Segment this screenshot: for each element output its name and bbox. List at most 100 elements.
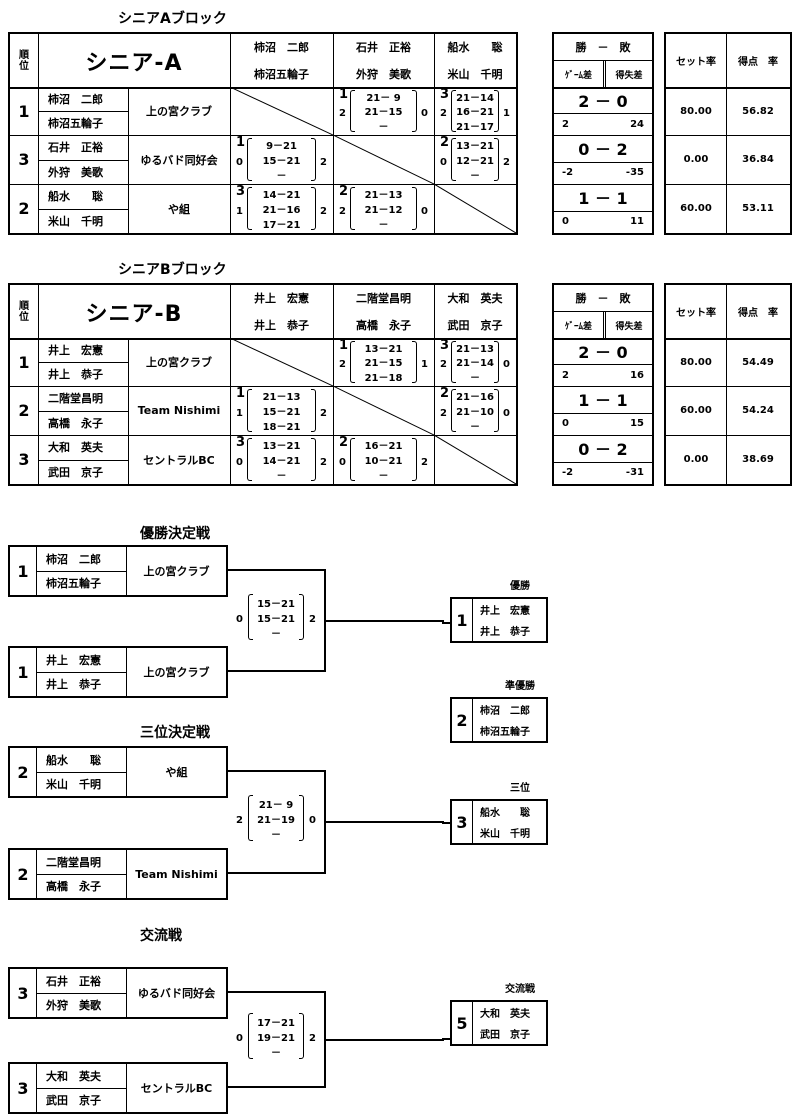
- grid-line-h: [10, 184, 516, 185]
- game-score: －: [271, 628, 281, 640]
- diagonal-slash: [230, 338, 333, 386]
- set-rate: 60.00: [680, 405, 712, 416]
- grid-line-v: [38, 285, 39, 484]
- game-score: 13－21: [364, 343, 403, 355]
- point-rate: 53.11: [742, 203, 774, 214]
- grid-line-v: [126, 547, 127, 595]
- game-diff: -2: [562, 467, 574, 479]
- grid-line-h: [554, 113, 652, 114]
- grid-line-h: [36, 874, 126, 875]
- column-player-2: 井上 恭子: [254, 318, 309, 332]
- club-name: 上の宮クラブ: [146, 105, 212, 118]
- match-order-number: 1: [236, 386, 246, 401]
- games-won-right: 1: [503, 108, 510, 119]
- games-won-left: 1: [236, 407, 243, 419]
- grid-line-h: [38, 208, 128, 210]
- set-rate-header: セット率: [676, 308, 716, 319]
- game-score: 12－21: [456, 156, 494, 167]
- game-score: －: [378, 220, 389, 231]
- column-player-1: 柿沼 二郎: [254, 41, 309, 54]
- grid-line-h: [10, 338, 516, 340]
- grid-line-h: [10, 135, 516, 136]
- player-2-name: 井上 恭子: [48, 368, 103, 381]
- match-order-number: 2: [440, 386, 450, 401]
- game-score: 21－13: [456, 343, 494, 355]
- grid-line-v: [472, 599, 473, 641]
- match-title: 交流戦: [140, 928, 182, 944]
- games-won-right: 2: [320, 156, 327, 168]
- point-rate: 54.24: [742, 405, 774, 416]
- paren-left: [451, 90, 456, 132]
- paren-left: [350, 90, 355, 132]
- column-player-2: 米山 千明: [447, 67, 503, 81]
- paren-left: [247, 138, 252, 181]
- grid-line-h: [554, 210, 652, 212]
- grid-line-h: [666, 386, 790, 387]
- diagonal-slash: [230, 87, 333, 135]
- game-score: 16－21: [364, 441, 403, 452]
- win-loss-record: 2 － 0: [578, 92, 628, 111]
- player-1-name: 柿沼 二郎: [46, 553, 101, 566]
- game-score: 15－21: [262, 156, 301, 167]
- point-rate: 54.49: [742, 356, 774, 368]
- match-order-number: 3: [236, 435, 246, 450]
- point-rate: 36.84: [742, 154, 774, 165]
- player-2-name: 柿沼五輪子: [48, 117, 103, 130]
- player-2-name: 米山 千明: [48, 214, 103, 228]
- diagonal-slash: [434, 184, 516, 233]
- grid-line-v: [230, 285, 231, 484]
- win-loss-record: 0 － 2: [578, 440, 628, 460]
- player-2-name: 井上 恭子: [46, 678, 101, 691]
- grid-line-v: [726, 34, 727, 233]
- player-1-name: 船水 聡: [480, 808, 530, 819]
- rank-number: 1: [456, 610, 468, 630]
- games-won-left: 0: [440, 156, 447, 168]
- games-won-right: 0: [421, 205, 428, 217]
- diagonal-slash: [434, 435, 516, 484]
- set-rate-header: セット率: [676, 57, 716, 68]
- player-2-name: 武田 京子: [46, 1094, 101, 1107]
- rank-number: 3: [456, 812, 468, 832]
- paren-right: [311, 438, 316, 481]
- grid-line-h: [10, 87, 516, 89]
- player-2-name: 柿沼五輪子: [480, 727, 530, 738]
- paren-right: [311, 187, 316, 230]
- games-won-left: 0: [236, 613, 243, 625]
- games-won-right: 2: [421, 456, 428, 468]
- match-order-number: 2: [339, 184, 349, 199]
- grid-line-h: [666, 135, 790, 136]
- grid-line-v: [126, 850, 127, 898]
- rank-number: 2: [17, 762, 29, 782]
- game-score: 21－14: [456, 358, 494, 370]
- club-name: 上の宮クラブ: [146, 356, 212, 369]
- column-player-2: 外狩 美歌: [356, 67, 411, 81]
- grid-line-h: [38, 159, 128, 161]
- paren-left: [350, 187, 355, 230]
- player-1-name: 大和 英夫: [480, 1009, 530, 1020]
- grid-line-h: [38, 111, 128, 112]
- player-2-name: 米山 千明: [480, 829, 530, 840]
- paren-right: [494, 90, 499, 132]
- match-order-number: 3: [440, 338, 450, 353]
- paren-left: [248, 593, 253, 640]
- rank-number: 1: [18, 352, 30, 372]
- match-order-number: 3: [236, 184, 246, 199]
- player-2-name: 高橋 永子: [48, 416, 103, 430]
- game-diff: 2: [562, 369, 569, 381]
- result-box: 3 船水 聡米山 千明: [450, 799, 548, 845]
- player-1-name: 石井 正裕: [46, 975, 101, 988]
- games-won-right: 2: [320, 205, 327, 217]
- column-player-2: 高橋 永子: [356, 318, 411, 332]
- grid-line-h: [554, 161, 652, 163]
- grid-line-h: [554, 412, 652, 414]
- club-name: Team Nishimi: [137, 404, 221, 417]
